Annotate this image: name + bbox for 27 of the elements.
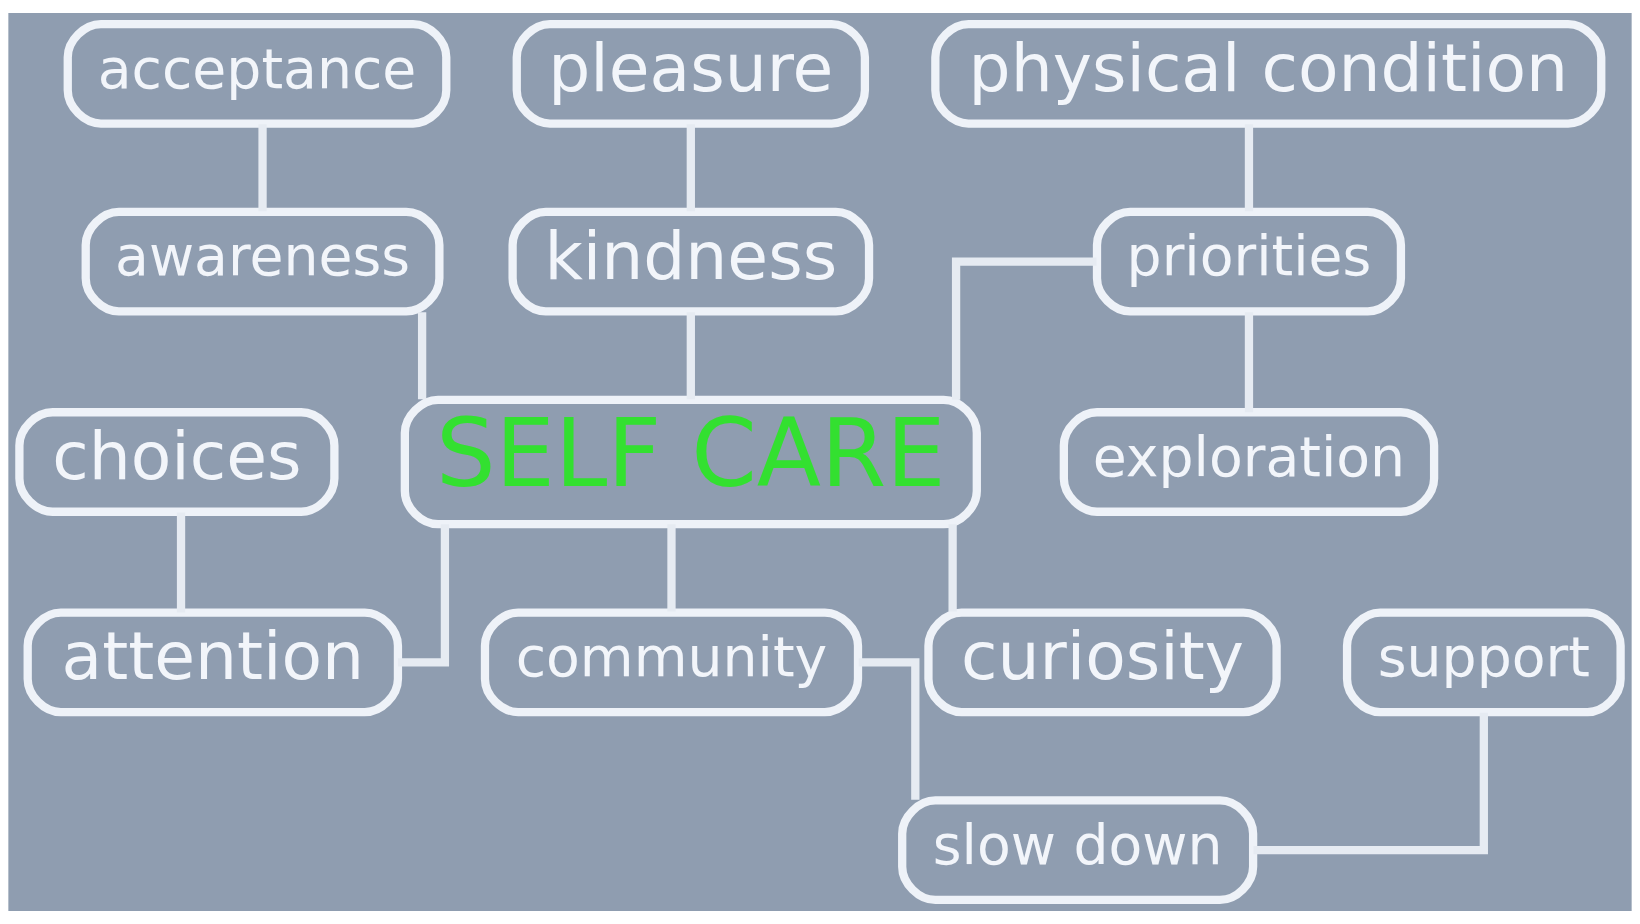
node-box: slow down bbox=[898, 796, 1258, 905]
connector bbox=[858, 658, 920, 800]
connector bbox=[417, 312, 427, 400]
node-box: choices bbox=[15, 408, 339, 516]
connector bbox=[667, 524, 676, 612]
node-box: curiosity bbox=[924, 608, 1281, 717]
connector bbox=[1244, 124, 1254, 212]
connector bbox=[1244, 312, 1254, 413]
node-box: SELF CARE bbox=[400, 395, 981, 529]
node-box: physical condition bbox=[931, 19, 1606, 128]
connector bbox=[258, 124, 267, 212]
node-box: kindness bbox=[508, 207, 874, 316]
node-box: awareness bbox=[81, 207, 444, 316]
node-box: attention bbox=[23, 608, 403, 717]
connector bbox=[397, 524, 450, 667]
connector bbox=[1253, 712, 1488, 855]
connector bbox=[951, 257, 1097, 400]
node-box: acceptance bbox=[63, 19, 451, 128]
connector bbox=[686, 312, 695, 400]
node-box: community bbox=[480, 608, 863, 717]
node-box: pleasure bbox=[512, 19, 870, 128]
connector bbox=[686, 124, 695, 212]
node-box: support bbox=[1342, 608, 1625, 717]
node-box: priorities bbox=[1092, 207, 1406, 316]
connector bbox=[948, 524, 957, 612]
connector bbox=[176, 512, 186, 613]
node-box: exploration bbox=[1059, 408, 1439, 516]
